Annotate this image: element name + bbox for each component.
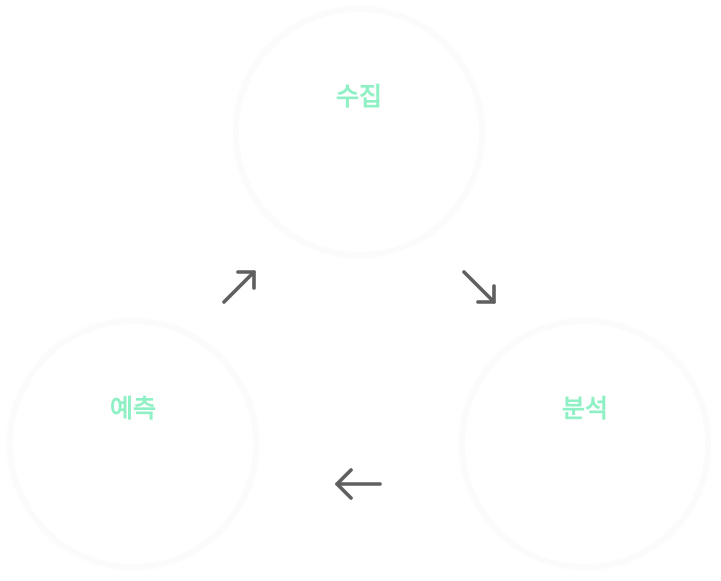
arrow-up-right-icon — [222, 270, 256, 304]
arrow-down-right-icon — [462, 270, 496, 304]
arrow-left-icon — [335, 468, 382, 500]
node-circle-predict — [7, 318, 259, 570]
node-circle-analyze — [459, 318, 711, 570]
node-label-collect: 수집 — [335, 82, 383, 111]
node-label-analyze: 분석 — [561, 394, 609, 423]
node-circle-collect — [233, 6, 485, 258]
node-label-predict: 예측 — [109, 394, 157, 423]
